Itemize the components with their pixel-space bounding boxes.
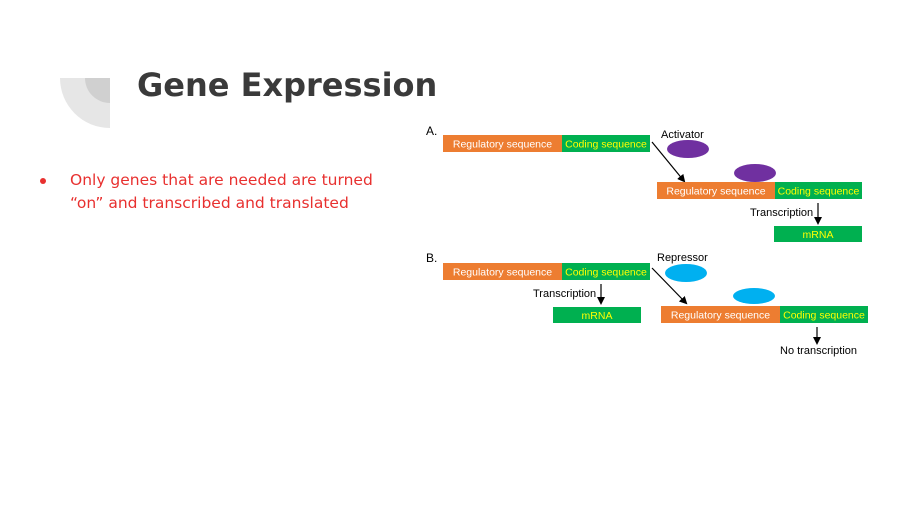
coding-sequence-box-2 [775,182,862,199]
regulatory-sequence-label-b2: Regulatory sequence [671,310,770,322]
regulatory-sequence-box-b [443,263,562,280]
mrna-box [774,226,862,242]
slide-title: Gene Expression [137,66,438,104]
panel-b-label: B. [426,251,437,265]
mrna-label: mRNA [803,229,834,241]
bound-activator-icon [734,164,776,182]
gene-regulation-diagram: A. Regulatory sequence Coding sequence A… [418,120,874,364]
coding-sequence-label-b2: Coding sequence [783,310,865,322]
coding-sequence-box-b [562,263,650,280]
binding-arrow-b [651,267,688,305]
regulatory-sequence-box-2 [657,182,775,199]
repressor-label: Repressor [657,252,708,264]
diagram-canvas: A. Regulatory sequence Coding sequence A… [426,124,868,357]
regulatory-sequence-label: Regulatory sequence [453,139,552,151]
panel-b: B. Regulatory sequence Coding sequence T… [426,251,868,357]
activator-protein-icon [667,140,709,158]
regulatory-sequence-label-b: Regulatory sequence [453,267,552,279]
bullet-item: Only genes that are needed are turned “o… [38,169,398,215]
mrna-box-b [553,307,641,323]
coding-sequence-label: Coding sequence [565,139,647,151]
transcription-label: Transcription [750,207,813,219]
activator-label: Activator [661,129,704,141]
repressor-protein-icon [665,264,707,282]
bullet-list: Only genes that are needed are turned “o… [38,169,398,215]
panel-a: A. Regulatory sequence Coding sequence A… [426,124,862,242]
coding-sequence-label-2: Coding sequence [778,186,860,198]
regulatory-sequence-box-b2 [661,306,780,323]
no-transcription-label: No transcription [780,345,857,357]
decorative-arc-icon [60,78,110,128]
bullet-dot-icon [40,178,46,184]
binding-arrow [651,141,686,183]
bullet-text: Only genes that are needed are turned “o… [70,171,373,212]
regulatory-sequence-label-2: Regulatory sequence [666,186,765,198]
bound-repressor-icon [733,288,775,304]
mrna-label-b: mRNA [582,310,613,322]
coding-sequence-box-b2 [780,306,868,323]
coding-sequence-label-b: Coding sequence [565,267,647,279]
coding-sequence-box [562,135,650,152]
transcription-label-b: Transcription [533,288,596,300]
panel-a-label: A. [426,124,437,138]
regulatory-sequence-box [443,135,562,152]
